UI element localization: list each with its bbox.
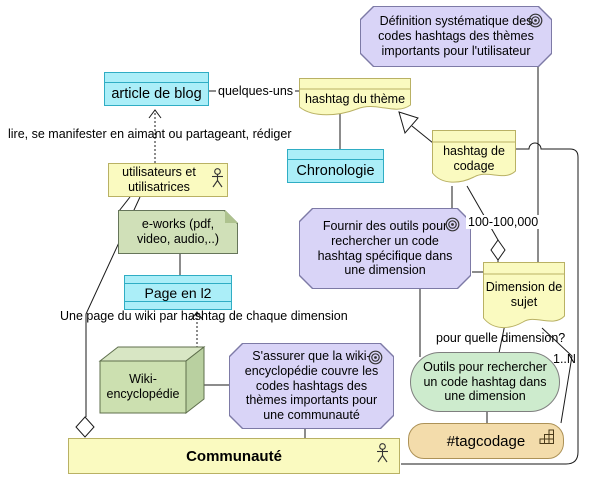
target-icon (368, 350, 383, 365)
edge-label-quelques-uns[interactable]: quelques-uns (216, 84, 296, 98)
target-icon (528, 13, 543, 28)
utilisateurs-text: utilisateurs et utilisatrices (122, 165, 196, 194)
edge-label-lire[interactable]: lire, se manifester en aimant ou partage… (8, 127, 292, 141)
grid-icon (539, 429, 554, 444)
class-compartment (125, 276, 231, 284)
goal-shape-fill (230, 344, 393, 428)
class-compartment (288, 150, 383, 160)
communaute-node[interactable]: Communauté (68, 438, 400, 474)
open-arrowhead-icon (148, 109, 162, 119)
wiki-encyclopedie-text: Wiki-encyclopédie (106, 372, 180, 401)
hashtag-du-theme-text: hashtag du thème (304, 91, 406, 106)
actor-icon (212, 168, 223, 188)
outils-rechercher-node[interactable]: Outils pour rechercher un code hashtag d… (410, 352, 560, 412)
wave-shape (299, 78, 411, 116)
page-en-l2-text: Page en l2 (144, 284, 212, 301)
article-de-blog-text: article de blog (111, 86, 202, 102)
class-compartment (125, 301, 231, 309)
edge-dimension-outils (498, 323, 506, 354)
aggregation-diamond-icon (75, 416, 95, 438)
goal-shape-fill (361, 7, 551, 66)
goal-fournir-text: Fournir des outils pour rechercher un co… (317, 219, 453, 278)
edge-label-multiplicity[interactable]: 100-100,000 (466, 215, 541, 229)
hashtag-du-theme-node[interactable]: hashtag du thème (299, 78, 411, 120)
edge-label-pour-quelle[interactable]: pour quelle dimension? (436, 331, 566, 345)
aggregation-diamond-icon (490, 239, 506, 261)
note-shape-fill (119, 211, 237, 253)
wiki-encyclopedie-node[interactable]: Wiki-encyclopédie (98, 345, 208, 415)
target-icon (445, 217, 460, 232)
wave-shape (483, 262, 565, 328)
edge-utilisateurs-eworks (118, 196, 131, 212)
goal-definition-text: Définition systématique des codes hashta… (378, 14, 534, 58)
chronologie-node[interactable]: Chronologie (287, 149, 384, 183)
edge-label-one-to-n[interactable]: 1..N (553, 352, 576, 366)
chronologie-text: Chronologie (296, 163, 375, 179)
eworks-node[interactable]: e-works (pdf, video, audio,..) (118, 210, 238, 254)
tagcodage-text: #tagcodage (446, 432, 526, 450)
eworks-text: e-works (pdf, video, audio,..) (137, 217, 219, 246)
cube-shape (98, 345, 206, 415)
goal-assurer-text: S'assurer que la wiki-encyclopédie couvr… (244, 349, 379, 423)
dimension-de-sujet-text: Dimension de sujet (485, 280, 563, 309)
edge-dimension-tagcodage (541, 327, 573, 424)
actor-icon (377, 443, 388, 463)
hashtag-de-codage-node[interactable]: hashtag de codage (432, 130, 516, 187)
edge-codage-dimension (466, 185, 499, 241)
edge-codage-theme (411, 125, 434, 144)
edge-codage-communaute (401, 142, 579, 465)
wave-shape (432, 130, 516, 183)
article-de-blog-node[interactable]: article de blog (104, 72, 209, 106)
hashtag-de-codage-text: hashtag de codage (443, 143, 505, 173)
utilisateurs-node[interactable]: utilisateurs et utilisatrices (108, 163, 228, 197)
goal-shape-fill (300, 209, 470, 288)
generalization-arrow-icon (398, 111, 419, 135)
goal-assurer-node[interactable]: S'assurer que la wiki-encyclopédie couvr… (229, 343, 394, 429)
page-en-l2-node[interactable]: Page en l2 (124, 275, 232, 310)
dimension-de-sujet-node[interactable]: Dimension de sujet (483, 262, 565, 332)
class-compartment (105, 73, 208, 83)
goal-definition-node[interactable]: Définition systématique des codes hashta… (360, 6, 552, 67)
open-arrowhead-icon (190, 311, 204, 321)
outils-rechercher-text: Outils pour rechercher un code hashtag d… (423, 359, 547, 404)
goal-fournir-node[interactable]: Fournir des outils pour rechercher un co… (299, 208, 471, 289)
edge-label-une-page[interactable]: Une page du wiki par hashtag de chaque d… (60, 309, 348, 323)
communaute-text: Communauté (186, 447, 282, 465)
tagcodage-node[interactable]: #tagcodage (408, 423, 564, 459)
